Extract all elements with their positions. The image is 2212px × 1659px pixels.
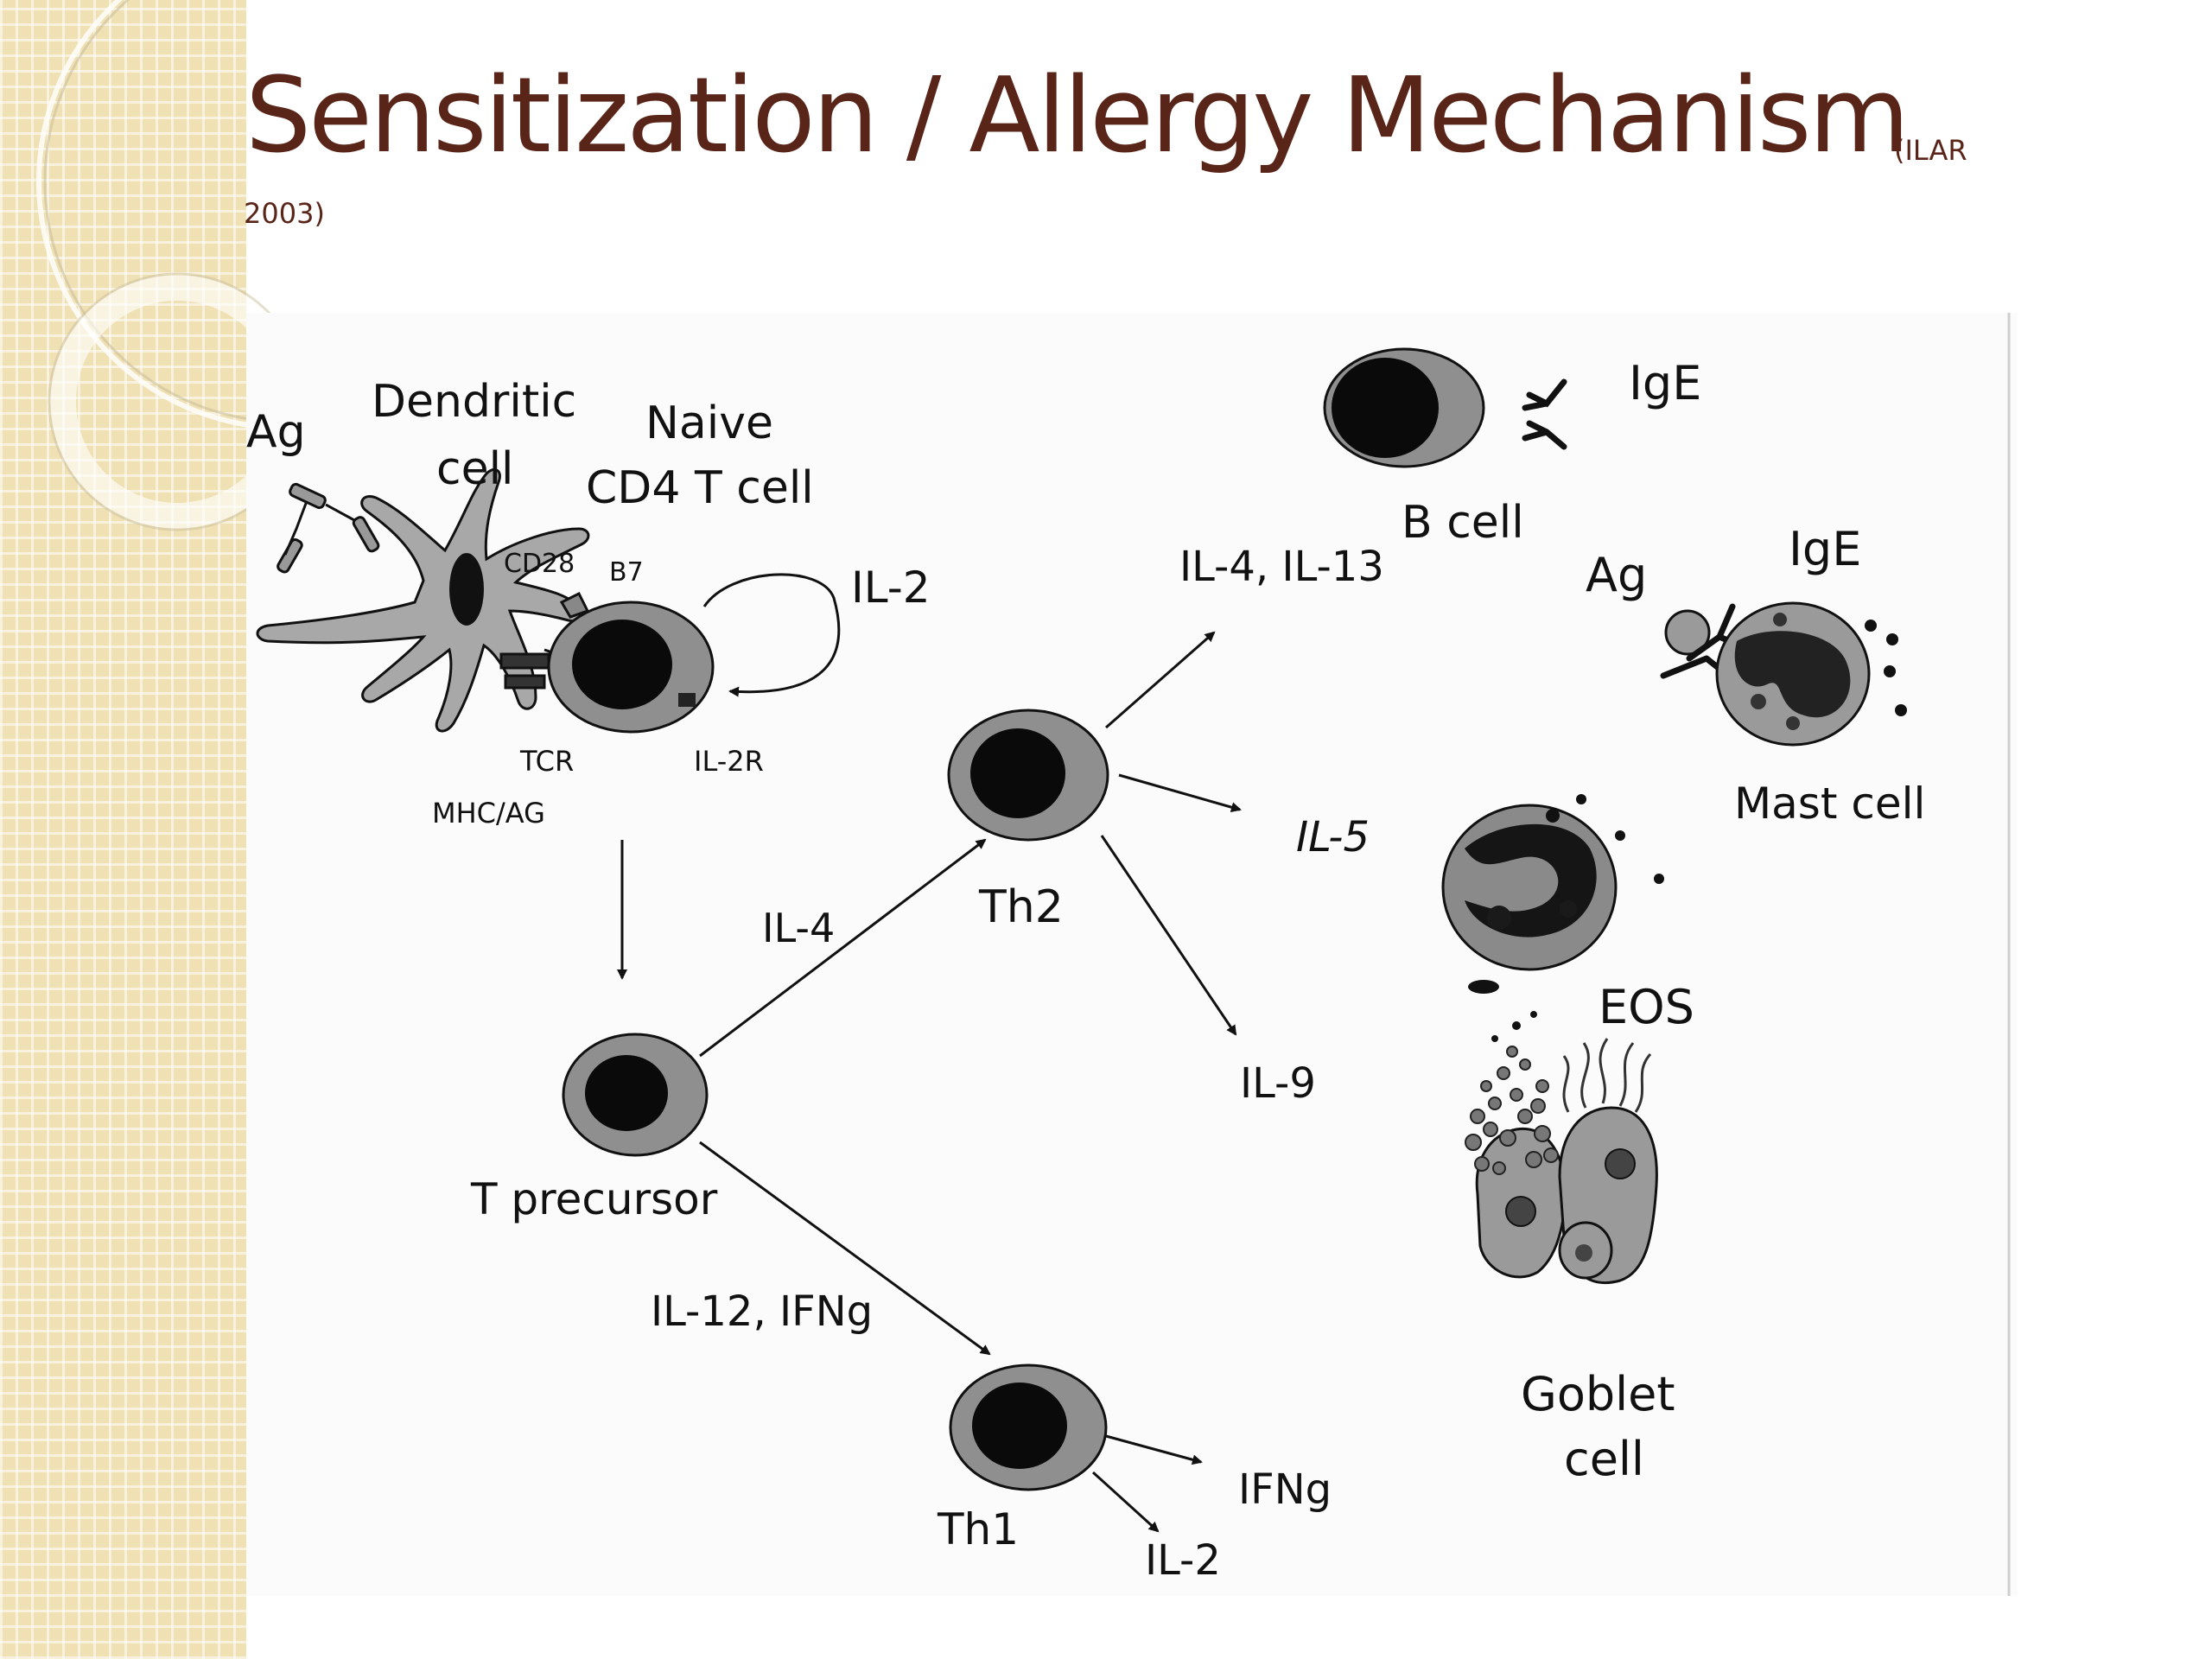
figure-background xyxy=(246,313,2018,1596)
label-il2-loop: IL-2 xyxy=(851,563,931,613)
eosinophil xyxy=(1441,794,1664,994)
label-mast-cell: Mast cell xyxy=(1734,779,1925,829)
label-th1: Th1 xyxy=(937,1504,1019,1554)
b-cell-nucleus xyxy=(1332,358,1439,458)
arrow-precursor-to-th1 xyxy=(699,1141,991,1356)
label-b7: B7 xyxy=(609,557,644,588)
slide-title: Sensitization / Allergy Mechanism xyxy=(245,56,1910,176)
arrow-precursor-to-th2 xyxy=(699,838,987,1058)
naive-t-cell-nucleus xyxy=(572,620,672,709)
label-goblet-1: Goblet xyxy=(1521,1367,1675,1421)
label-naive-1: Naive xyxy=(645,397,773,449)
ige-antibody-icon xyxy=(1522,378,1567,450)
antigen-fragments xyxy=(276,482,380,574)
label-il9: IL-9 xyxy=(1240,1059,1316,1108)
arrow-th2-to-eos xyxy=(1118,773,1242,813)
dendritic-nucleus xyxy=(449,553,484,626)
mast-cell-antigen xyxy=(1664,609,1711,656)
arrow-th2-to-goblet xyxy=(1100,835,1237,1036)
label-il4-il13: IL-4, IL-13 xyxy=(1179,543,1384,591)
decorative-rings xyxy=(36,0,285,531)
label-naive-2: CD4 T cell xyxy=(586,462,814,514)
label-cd28: CD28 xyxy=(504,549,575,579)
label-ag-mast: Ag xyxy=(1586,548,1647,602)
label-dendritic-2: cell xyxy=(436,443,513,495)
goblet-cells xyxy=(1465,1011,1658,1285)
th2-nucleus xyxy=(970,728,1065,818)
label-il5: IL-5 xyxy=(1296,813,1370,861)
il2-receptor xyxy=(678,693,696,707)
label-il2-out: IL-2 xyxy=(1145,1536,1221,1585)
label-ag-top: Ag xyxy=(246,406,306,458)
label-b-cell: B cell xyxy=(1402,497,1524,549)
citation-line-2: 2003) xyxy=(244,197,325,230)
label-t-precursor: T precursor xyxy=(470,1174,718,1224)
mast-cell xyxy=(1660,601,1907,747)
t-precursor-nucleus xyxy=(585,1055,668,1131)
allergy-mechanism-diagram: Ag Dendritic cell Naive CD4 T cell CD28 … xyxy=(246,313,2018,1596)
label-mhc-ag: MHC/AG xyxy=(432,797,545,830)
label-dendritic-1: Dendritic xyxy=(372,376,576,428)
th1-nucleus xyxy=(972,1382,1067,1469)
arrow-th1-to-ifng xyxy=(1105,1434,1203,1465)
label-il4-arrow: IL-4 xyxy=(762,905,835,951)
arrow-th1-to-il2 xyxy=(1091,1471,1160,1533)
label-ige-mast: IgE xyxy=(1789,522,1861,576)
label-il12-ifng: IL-12, IFNg xyxy=(651,1287,873,1336)
label-tcr: TCR xyxy=(519,745,574,778)
label-th2: Th2 xyxy=(978,881,1064,933)
label-ige-top: IgE xyxy=(1629,356,1701,410)
il2-loop-arrow xyxy=(702,573,841,697)
label-eos: EOS xyxy=(1599,980,1694,1034)
label-ifng-out: IFNg xyxy=(1238,1465,1332,1514)
label-il2r: IL-2R xyxy=(694,745,764,778)
citation-line-1: (ILAR xyxy=(1894,134,1967,167)
arrow-th2-to-b-cell xyxy=(1105,631,1216,729)
label-goblet-2: cell xyxy=(1564,1432,1644,1486)
